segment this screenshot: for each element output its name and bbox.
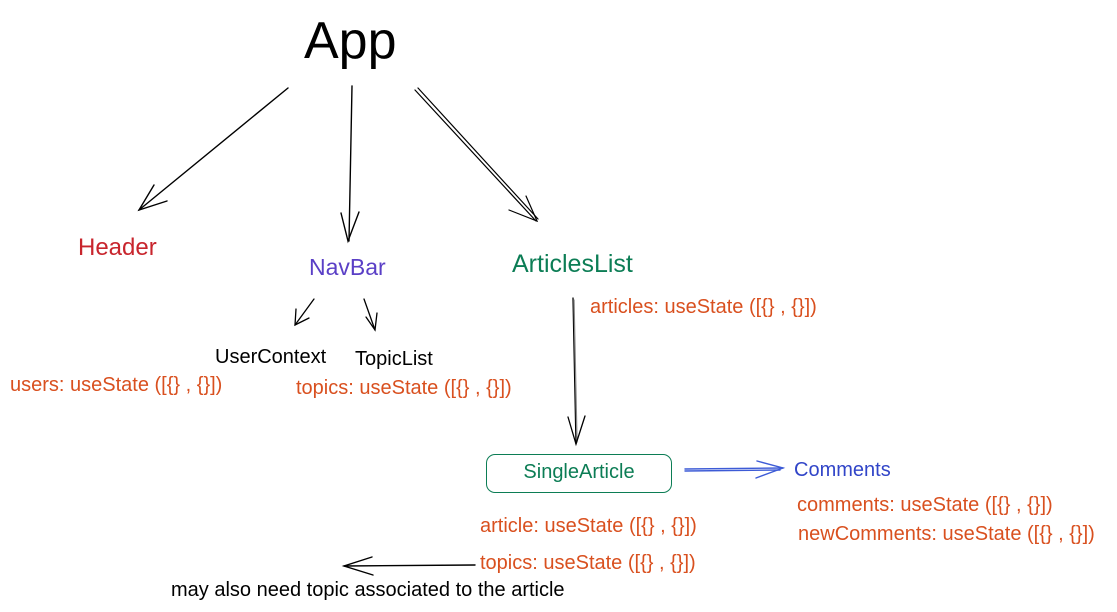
topic-note-label: may also need topic associated to the ar… — [171, 579, 565, 601]
singlearticle-node: SingleArticle — [523, 461, 635, 483]
arrow-app-to-header — [137, 87, 289, 212]
arrow-navbar-to-usercontext — [294, 298, 315, 327]
comments-node: Comments — [794, 459, 891, 481]
newcomments-state-label: newComments: useState ([{} , {}]) — [798, 523, 1095, 545]
arrow-navbar-to-topiclist — [363, 298, 378, 332]
articles-state-label: articles: useState ([{} , {}]) — [590, 296, 817, 318]
users-state-label: users: useState ([{} , {}]) — [10, 374, 223, 396]
arrow-topics-to-note — [341, 556, 476, 576]
arrow-app-to-navbar — [340, 85, 360, 244]
usercontext-node: UserContext — [215, 346, 327, 368]
header-node: Header — [78, 234, 157, 261]
topics-state-label-singlearticle: topics: useState ([{} , {}]) — [480, 552, 696, 574]
article-state-label: article: useState ([{} , {}]) — [480, 515, 697, 537]
arrow-singlearticle-to-comments — [684, 460, 786, 479]
articleslist-node: ArticlesList — [512, 250, 633, 278]
arrow-app-to-articleslist — [414, 87, 539, 223]
app-root-node: App — [304, 12, 397, 70]
topiclist-node: TopicList — [355, 348, 433, 370]
comments-state-label: comments: useState ([{} , {}]) — [797, 494, 1053, 516]
topics-state-label-navbar: topics: useState ([{} , {}]) — [296, 377, 512, 399]
navbar-node: NavBar — [309, 254, 386, 280]
singlearticle-box — [486, 454, 672, 493]
arrow-articleslist-to-singlearticle — [567, 297, 586, 447]
